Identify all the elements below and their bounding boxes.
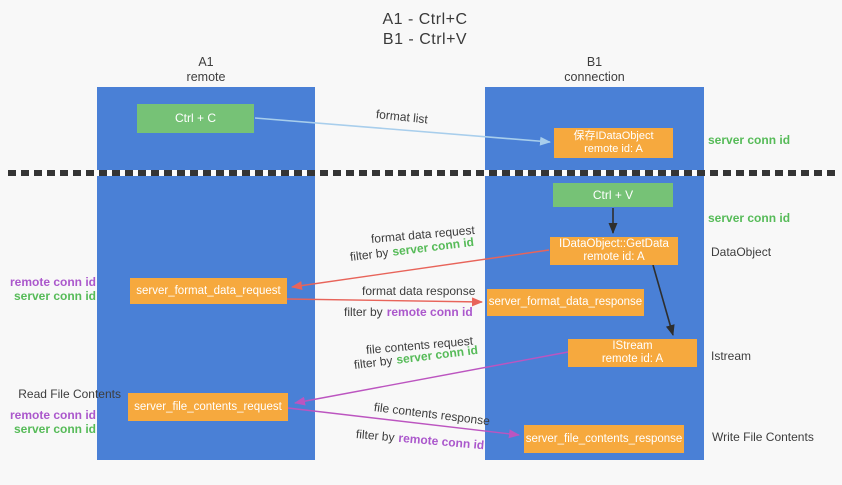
- filter-by-text: filter by: [355, 427, 396, 445]
- server-file-contents-request-label: server_file_contents_request: [134, 400, 282, 413]
- dotted-separator-line: [8, 170, 836, 176]
- server-conn-id-left-1: server conn id: [13, 288, 96, 303]
- read-file-contents-label: Read File Contents: [18, 387, 121, 401]
- server-conn-id-right-mid: server conn id: [708, 211, 791, 225]
- ctrl-v-node: Ctrl + V: [553, 183, 673, 207]
- file-contents-response-label: file contents response: [373, 400, 491, 429]
- getdata-line1: IDataObject::GetData: [559, 238, 669, 250]
- write-file-contents-label: Write File Contents: [712, 430, 814, 444]
- ctrl-c-node: Ctrl + C: [137, 104, 254, 133]
- server-file-contents-request-node: server_file_contents_request: [128, 393, 288, 421]
- remote-conn-id-left-2: remote conn id: [9, 408, 96, 422]
- ctrl-c-label: Ctrl + C: [174, 111, 216, 125]
- remote-conn-id-left-1: remote conn id: [9, 275, 96, 289]
- server-conn-id-right-top: server conn id: [708, 133, 791, 147]
- lifeline-b1-role: connection: [564, 70, 625, 84]
- lifeline-a1-name: A1: [198, 55, 214, 69]
- diagram-title: A1 - Ctrl+C B1 - Ctrl+V: [340, 10, 510, 50]
- dataobject-label: DataObject: [711, 245, 772, 259]
- filter-by-text: filter by: [344, 305, 383, 319]
- save-idataobject-node: 保存IDataObject remote id: A: [554, 128, 673, 158]
- format-data-response-label: format data response: [362, 284, 476, 298]
- filter-by-text: filter by: [353, 353, 394, 372]
- server-file-contents-response-node: server_file_contents_response: [524, 425, 684, 453]
- server-format-data-response-node: server_format_data_response: [487, 289, 644, 316]
- title-line-2: B1 - Ctrl+V: [382, 31, 468, 48]
- lifeline-header-b1: B1 connection: [485, 55, 704, 85]
- lifeline-header-a1: A1 remote: [97, 55, 315, 85]
- filter-by-text: filter by: [349, 245, 390, 264]
- server-file-contents-response-label: server_file_contents_response: [525, 432, 683, 445]
- save-idataobject-line2: remote id: A: [584, 143, 643, 155]
- lifeline-b1-name: B1: [586, 55, 603, 69]
- format-list-label: format list: [375, 107, 429, 127]
- istream-node: IStream remote id: A: [568, 339, 697, 367]
- getdata-line2: remote id: A: [583, 251, 645, 263]
- left-conn-id-group-top: remote conn id server conn id: [0, 275, 96, 303]
- format-data-response-arrow: [286, 297, 483, 307]
- getdata-node: IDataObject::GetData remote id: A: [550, 237, 678, 265]
- save-idataobject-line1: 保存IDataObject: [573, 130, 654, 142]
- lifeline-a1-role: remote: [186, 70, 226, 84]
- server-conn-id-left-2: server conn id: [13, 421, 96, 436]
- server-format-data-response-label: server_format_data_response: [488, 296, 643, 308]
- title-line-1: A1 - Ctrl+C: [382, 11, 468, 28]
- remote-conn-id-text: remote conn id: [397, 430, 485, 453]
- server-format-data-request-label: server_format_data_request: [136, 284, 281, 297]
- left-conn-id-group-bottom: remote conn id server conn id: [0, 408, 96, 436]
- ctrl-v-label: Ctrl + V: [592, 187, 634, 202]
- istream-line2: remote id: A: [601, 353, 664, 365]
- istream-line1: IStream: [612, 340, 653, 352]
- istream-side-label: Istream: [711, 349, 752, 363]
- remote-conn-id-text: remote conn id: [386, 305, 473, 319]
- server-format-data-request-node: server_format_data_request: [130, 278, 287, 304]
